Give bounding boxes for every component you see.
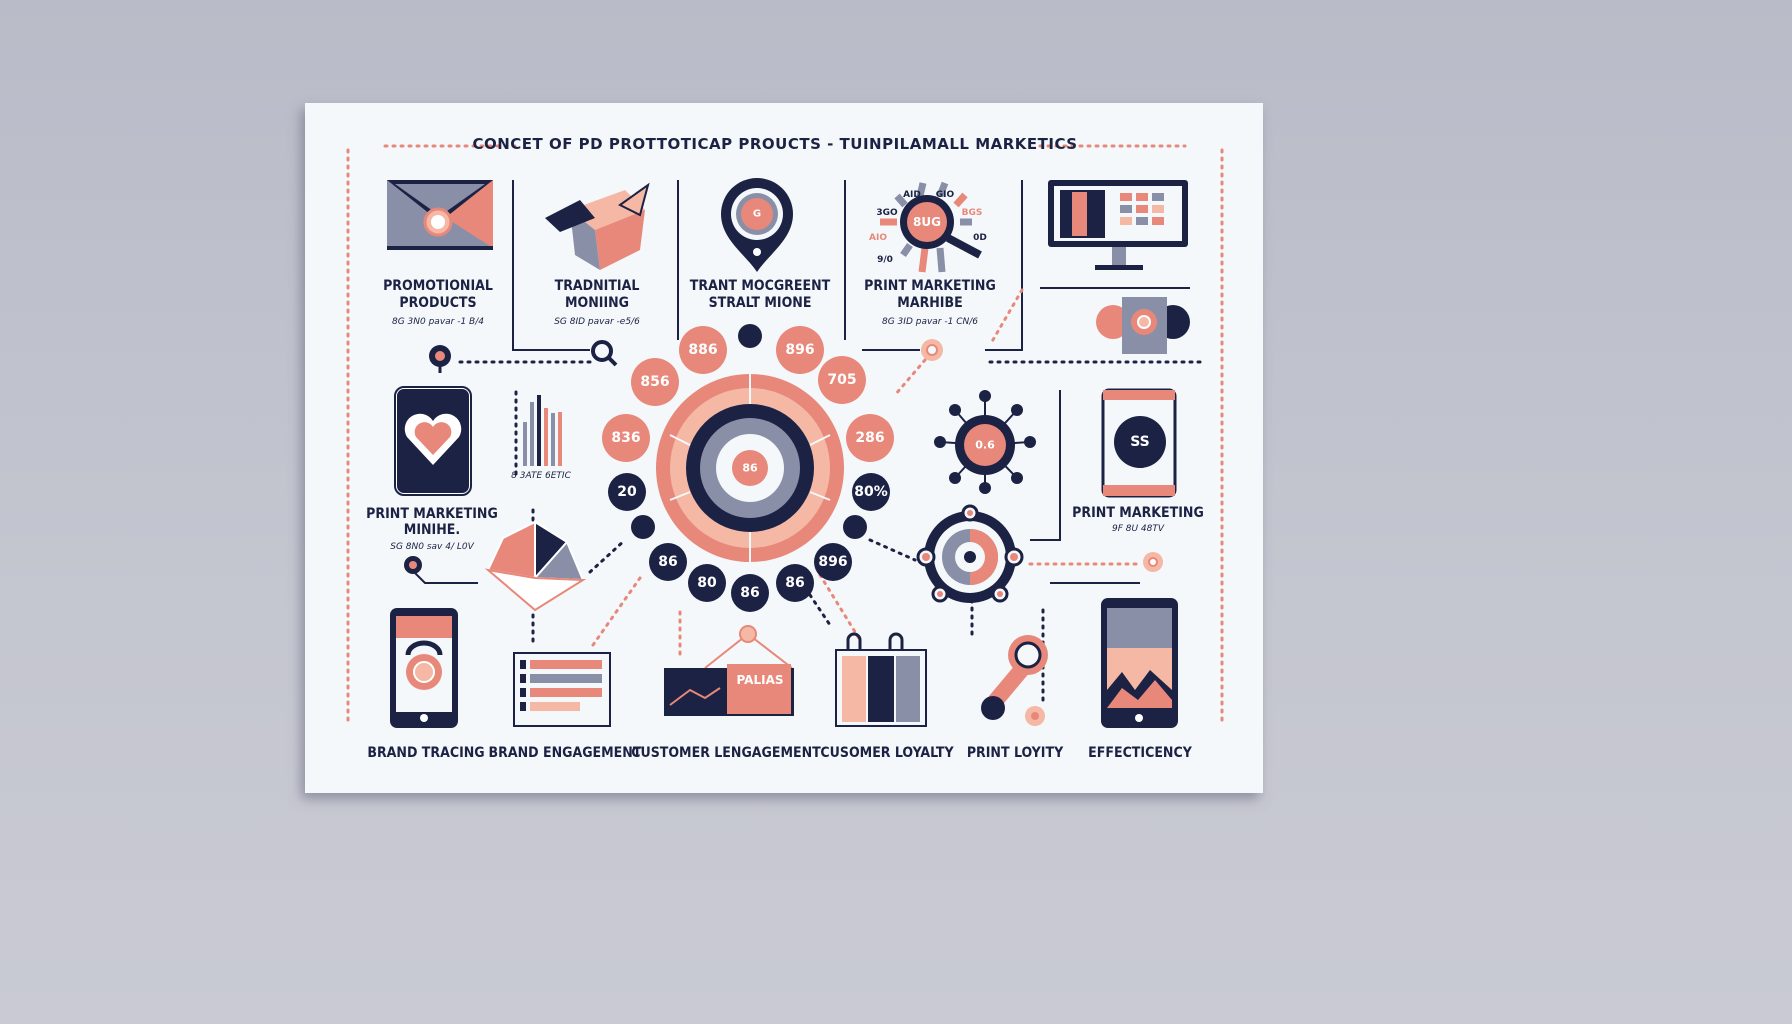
label-brand-tracing: BRAND TRACING	[367, 745, 484, 761]
rocket-box-icon	[545, 182, 650, 270]
bubble-value: 20	[617, 484, 637, 500]
magnifier-icon	[591, 340, 618, 367]
bubble-value: 856	[640, 374, 669, 390]
label-efficiency: EFFECTICENCY	[1088, 745, 1193, 761]
bubble-value: 86	[785, 575, 804, 591]
center-value: 86	[742, 462, 758, 475]
value-bubble	[731, 574, 769, 612]
hub-center-text: 0.6	[975, 439, 995, 452]
bubble-value: 80%	[854, 484, 888, 500]
table-list-icon	[513, 652, 611, 727]
bubble-value: 896	[818, 554, 847, 570]
gear-label: AID	[903, 190, 921, 200]
label: PRINT MARKETING	[864, 278, 996, 294]
pie-chart-icon	[484, 520, 587, 612]
gear-label: 0D	[973, 233, 987, 243]
bubble-value: 705	[827, 372, 856, 388]
value-bubble	[776, 326, 824, 374]
hanging-sign-icon: PALIAS	[664, 625, 794, 716]
label: MINIHE.	[404, 522, 460, 538]
value-bubble	[846, 414, 894, 462]
sublabel: 8G 3N0 pavar -1 B/4	[392, 317, 484, 327]
bubble-value: 836	[611, 430, 640, 446]
monitor-icon	[1048, 180, 1188, 270]
label: PROMOTIONIAL	[383, 278, 493, 294]
label-customer-loyalty: CUSOMER LOYALTY	[820, 745, 954, 761]
value-bubble	[852, 473, 890, 511]
pin-icon	[429, 345, 451, 373]
label: PRODUCTS	[399, 295, 476, 311]
value-bubble	[631, 358, 679, 406]
label-print-loyalty: PRINT LOYITY	[967, 745, 1064, 761]
target-dot-icon	[921, 339, 943, 361]
bubble-value: 80	[697, 575, 717, 591]
value-bubble	[602, 414, 650, 462]
bubble-value: 86	[658, 554, 677, 570]
value-bubble	[631, 515, 655, 539]
value-bubble	[776, 564, 814, 602]
bar-chart-label: 8 3ATE 6ETIC	[511, 471, 571, 481]
phone-text: SS	[1130, 434, 1150, 450]
value-bubble	[688, 564, 726, 602]
gear-label: AIO	[869, 233, 887, 243]
poster-title: CONCET OF PD PROTTOTICAP PROUCTS - TUINP…	[472, 135, 1077, 153]
label: STRALT MIONE	[709, 295, 812, 311]
bar-chart-icon	[523, 395, 562, 466]
bottom-labels: BRAND TRACING BRAND ENGAGEMENT CUSTOMER …	[367, 745, 1192, 761]
bubble-value: 86	[740, 585, 759, 601]
decorative-borders	[346, 144, 1224, 722]
center-ring-chart: 86	[656, 374, 844, 562]
value-bubble	[738, 324, 762, 348]
top-item-labels: PROMOTIONIAL PRODUCTS 8G 3N0 pavar -1 B/…	[383, 278, 996, 327]
value-bubble	[818, 356, 866, 404]
sublabel: SG 8ID pavar -e5/6	[554, 317, 640, 327]
card-icon	[1096, 297, 1190, 354]
gear-label: 3GO	[876, 208, 898, 218]
phone-heart-icon	[394, 386, 472, 496]
envelope-icon	[387, 180, 493, 250]
target-dot-icon	[1143, 552, 1163, 572]
bubble-value: 896	[785, 342, 814, 358]
pin-icon	[404, 556, 422, 574]
value-bubble	[649, 543, 687, 581]
value-bubble	[843, 515, 867, 539]
dotted-connectors	[458, 288, 1202, 702]
network-hub-icon: 0.6	[934, 390, 1036, 494]
sign-text: PALIAS	[736, 673, 783, 687]
magnifier-gear-icon: 8UG AID GIO 3GO BGS AIO 0D 9/0	[869, 181, 987, 273]
value-bubbles: 886 896 856 705 836 286 20 80% 86 896 80 86 86	[602, 324, 894, 612]
key-tag-icon	[981, 635, 1048, 726]
gear-label: BGS	[962, 208, 983, 218]
value-bubble	[679, 326, 727, 374]
label-customer-engagement: CUSTOMER LENGAGEMENT	[631, 745, 821, 761]
label: TRANT MOCGREENT	[690, 278, 831, 294]
label: TRADNITIAL	[555, 278, 640, 294]
bubble-value: 286	[855, 430, 884, 446]
label: PRINT MARKETING	[366, 506, 498, 522]
sublabel: 9F 8U 48TV	[1112, 524, 1165, 534]
shopping-bag-icon	[835, 632, 927, 727]
gear-label: 9/0	[877, 255, 893, 265]
phone-coin-icon: SS	[1101, 388, 1177, 498]
pin-center-text: G	[753, 209, 761, 220]
gear-label: GIO	[936, 190, 955, 200]
gear-center-text: 8UG	[913, 215, 941, 229]
label: MARHIBE	[897, 295, 962, 311]
label-brand-engagement: BRAND ENGAGEMENT	[489, 745, 642, 761]
gear-target-icon	[916, 504, 1024, 603]
phone-target-icon	[390, 608, 458, 728]
label: PRINT MARKETING	[1072, 505, 1204, 521]
bubble-value: 886	[688, 342, 717, 358]
value-bubble	[608, 473, 646, 511]
sublabel: SG 8N0 sav 4/ L0V	[390, 542, 474, 552]
sublabel: 8G 3ID pavar -1 CN/6	[882, 317, 978, 327]
label: MONIING	[565, 295, 629, 311]
value-bubble	[814, 543, 852, 581]
location-pin-icon: G	[721, 178, 793, 272]
phone-chart-icon	[1101, 598, 1178, 728]
